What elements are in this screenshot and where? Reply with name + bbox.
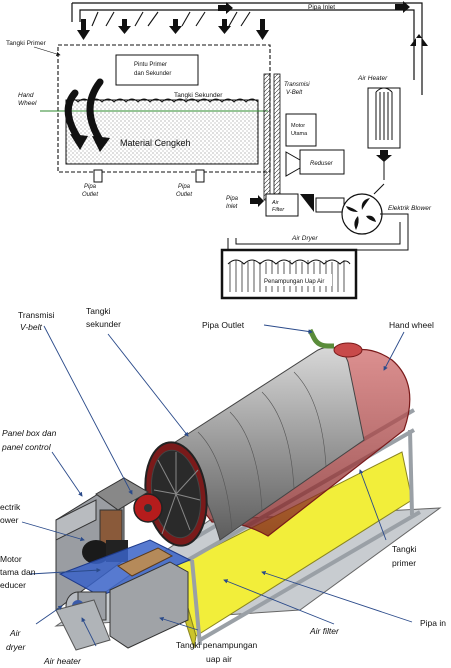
label-tangki-primer: Tangki Primer (6, 40, 47, 47)
label-transmisi-b1: Transmisi (18, 310, 55, 320)
label-tangki-primer-b1: Tangki (392, 544, 417, 554)
label-air-heater-b: Air heater (43, 656, 82, 666)
label-tangki-sekunder: Tangki Sekunder (174, 92, 223, 99)
label-penampungan-b2: uap air (206, 654, 232, 664)
reduser-box (299, 149, 345, 175)
label-air-filter-b: Filter (272, 207, 285, 213)
label-blower-1: ectrik (0, 502, 21, 512)
duct-down-arrows (77, 19, 269, 40)
label-pipa-outlet-1a: Pipa (84, 184, 97, 190)
duct-right-arrows (218, 1, 428, 46)
label-hand-wheel-b: Hand wheel (389, 320, 434, 330)
label-air-dryer: Air Dryer (291, 235, 318, 242)
label-motor-b2: tama dan (0, 567, 36, 577)
render-3d (54, 328, 442, 651)
label-material: Material Cengkeh (120, 138, 191, 148)
label-tangki-sekunder-b1: Tangki (86, 306, 111, 316)
label-penampungan: Penampungan Uap Air (264, 279, 324, 285)
label-elektrik-blower: Elektrik Blower (388, 205, 432, 212)
label-pipa-outlet-b: Pipa Outlet (202, 320, 245, 330)
schematic-diagram: Pipa Inlet Tangki Primer Pintu Primer da… (6, 1, 432, 300)
label-transmisi-b2: V-belt (20, 322, 43, 332)
label-pipa-outlet-2b: Outlet (176, 192, 192, 198)
flow-arrows (64, 78, 104, 144)
label-motor-2: Utama (291, 131, 308, 137)
label-pipa-inlet-b: Inlet (226, 204, 238, 210)
label-pintu-2: dan Sekunder (134, 71, 171, 77)
pintu-box (115, 54, 199, 86)
callout-lines (21, 324, 413, 647)
label-pintu-1: Pintu Primer (134, 62, 167, 68)
label-panel-2: panel control (1, 442, 52, 452)
label-panel-1: Panel box dan (2, 428, 57, 438)
branch-nozzles (91, 11, 251, 27)
tangki-primer-box (57, 44, 271, 173)
label-air-heater: Air Heater (357, 75, 388, 82)
label-pipa-outlet-1b: Outlet (82, 192, 98, 198)
motor-utama-box (285, 113, 317, 147)
label-motor-1: Motor (291, 123, 305, 129)
label-transmisi-2: V-Belt (286, 90, 302, 96)
label-tangki-primer-b2: primer (392, 558, 416, 568)
label-tangki-sekunder-b2: sekunder (86, 319, 121, 329)
label-air-filter-a: Air (271, 200, 280, 206)
penampungan-box-3d (109, 561, 189, 649)
label-pipa-inlet-a: Pipa (226, 196, 239, 202)
label-pipa-in: Pipa in (420, 618, 446, 628)
label-reduser: Reduser (310, 161, 334, 167)
label-motor-b1: Motor (0, 554, 22, 564)
label-air-dryer-b1: Air (9, 628, 22, 638)
render-labels: Transmisi V-belt Tangki sekunder Pipa Ou… (0, 306, 446, 666)
label-transmisi-1: Transmisi (284, 82, 310, 88)
label-pipa-inlet-top: Pipa Inlet (308, 4, 335, 11)
label-air-dryer-b2: dryer (6, 642, 27, 652)
label-hand-wheel-2: Wheel (18, 100, 37, 107)
air-filter-box (265, 193, 299, 217)
label-penampungan-b1: Tangki penampungan (176, 640, 258, 650)
label-pipa-outlet-2a: Pipa (178, 184, 191, 190)
label-air-filter-b: Air filter (309, 626, 340, 636)
label-blower-2: ower (0, 515, 19, 525)
label-hand-wheel-1: Hand (18, 92, 34, 99)
blower-fan (341, 193, 383, 235)
label-motor-b3: educer (0, 580, 26, 590)
